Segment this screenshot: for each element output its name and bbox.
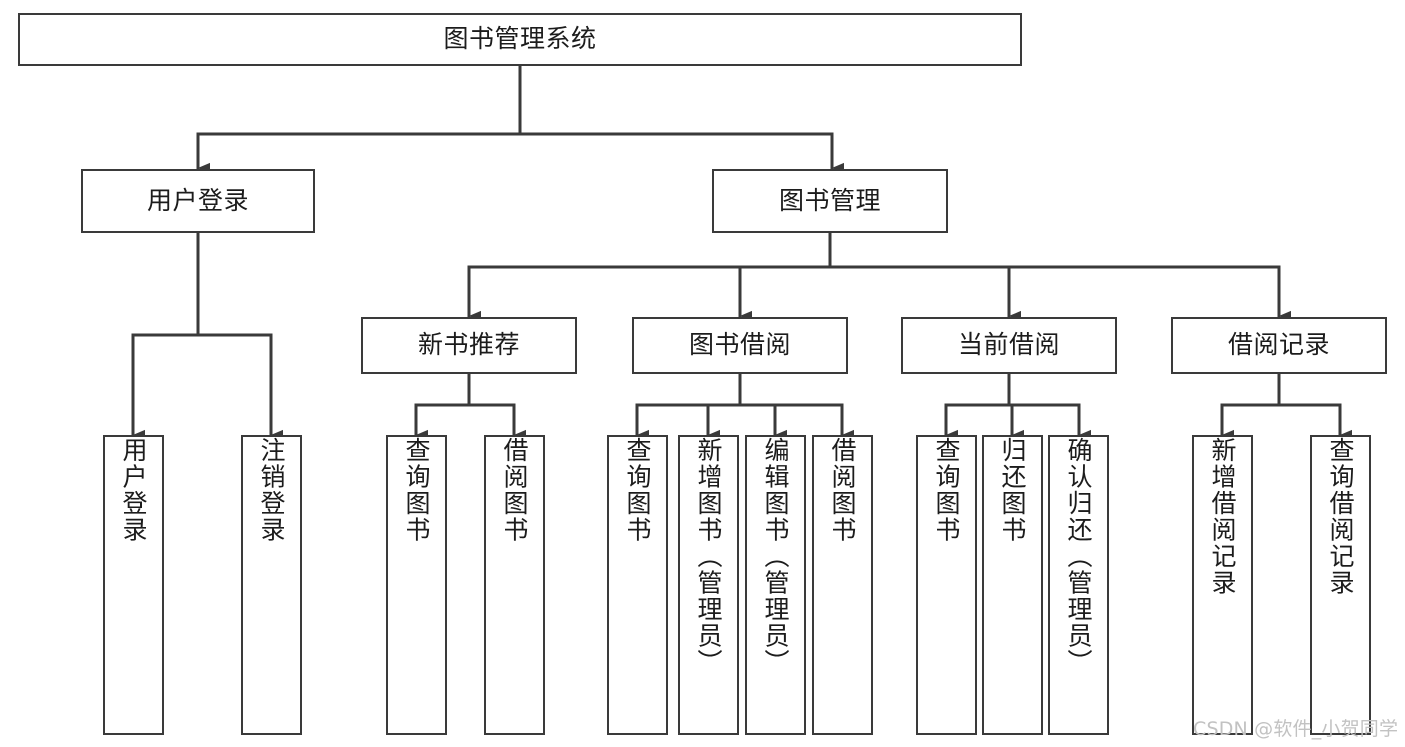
node-book-borrow[interactable]: 图书借阅 xyxy=(632,317,848,374)
node-label: 查询图书 xyxy=(402,437,431,543)
leaf-new-book-query-book[interactable]: 查询图书 xyxy=(386,435,447,735)
node-label: 借阅记录 xyxy=(1227,330,1330,360)
node-book-management[interactable]: 图书管理 xyxy=(712,169,948,233)
node-label: 查询图书 xyxy=(623,437,652,543)
node-label: 用户登录 xyxy=(146,185,249,215)
leaf-new-book-borrow-book[interactable]: 借阅图书 xyxy=(484,435,545,735)
leaf-book-borrow-borrow-book[interactable]: 借阅图书 xyxy=(812,435,873,735)
leaf-current-borrow-return-book[interactable]: 归还图书 xyxy=(982,435,1043,735)
node-label: 注销登录 xyxy=(257,437,286,543)
node-root-system[interactable]: 图书管理系统 xyxy=(18,13,1022,66)
leaf-user-login-logout[interactable]: 注销登录 xyxy=(241,435,302,735)
leaf-borrow-record-add-record[interactable]: 新增借阅记录 xyxy=(1192,435,1253,735)
node-current-borrow[interactable]: 当前借阅 xyxy=(901,317,1117,374)
node-new-book-recommend[interactable]: 新书推荐 xyxy=(361,317,577,374)
node-label: 图书管理系统 xyxy=(443,24,597,54)
leaf-book-borrow-edit-book[interactable]: 编辑图书（管理员） xyxy=(745,435,806,735)
node-label: 归还图书 xyxy=(998,437,1027,543)
node-label: 用户登录 xyxy=(119,437,148,543)
node-label: 新增图书（管理员） xyxy=(694,437,723,676)
node-label: 查询图书 xyxy=(932,437,961,543)
node-label: 图书管理 xyxy=(778,185,881,215)
node-label: 借阅图书 xyxy=(500,437,529,543)
node-label: 借阅图书 xyxy=(828,437,857,543)
node-borrow-record[interactable]: 借阅记录 xyxy=(1171,317,1387,374)
leaf-current-borrow-confirm-return[interactable]: 确认归还（管理员） xyxy=(1048,435,1109,735)
leaf-borrow-record-query-record[interactable]: 查询借阅记录 xyxy=(1310,435,1371,735)
node-label: 查询借阅记录 xyxy=(1326,437,1355,596)
node-label: 确认归还（管理员） xyxy=(1064,437,1093,676)
leaf-current-borrow-query-book[interactable]: 查询图书 xyxy=(916,435,977,735)
node-user-login[interactable]: 用户登录 xyxy=(81,169,315,233)
leaf-book-borrow-add-book[interactable]: 新增图书（管理员） xyxy=(678,435,739,735)
node-label: 当前借阅 xyxy=(957,330,1060,360)
node-label: 编辑图书（管理员） xyxy=(761,437,790,676)
node-label: 新增借阅记录 xyxy=(1208,437,1237,596)
node-label: 图书借阅 xyxy=(688,330,791,360)
leaf-user-login-login[interactable]: 用户登录 xyxy=(103,435,164,735)
node-label: 新书推荐 xyxy=(417,330,520,360)
leaf-book-borrow-query-book[interactable]: 查询图书 xyxy=(607,435,668,735)
